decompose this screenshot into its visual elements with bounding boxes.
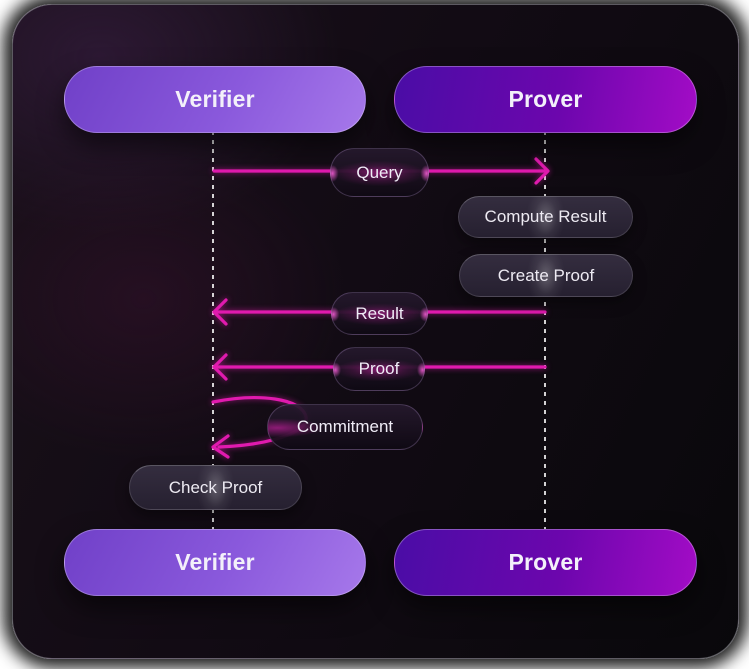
action-check-proof: Check Proof [129,465,302,510]
message-label-commitment-text: Commitment [296,417,394,436]
message-label-query-text: Query [356,162,403,182]
node-verifier-top: Verifier [64,66,366,133]
message-label-query: Query [330,148,429,197]
message-label-result: Result [331,292,428,335]
message-label-result-text: Result [355,303,404,323]
node-prover-top-label: Prover [508,86,583,112]
action-create-proof-label: Create Proof [497,265,595,285]
node-verifier-top-label: Verifier [175,86,255,112]
node-verifier-bottom-label: Verifier [175,549,255,575]
node-prover-bottom-label: Prover [508,549,583,575]
message-label-proof-text: Proof [358,359,400,378]
message-label-proof: Proof [333,347,425,391]
node-prover-bottom: Prover [394,529,697,596]
action-compute-result-label: Compute Result [484,207,607,226]
action-check-proof-label: Check Proof [168,477,263,497]
action-create-proof: Create Proof [459,254,633,297]
action-compute-result: Compute Result [458,196,633,238]
node-prover-top: Prover [394,66,697,133]
node-verifier-bottom: Verifier [64,529,366,596]
prover-lifeline [544,131,546,530]
verifier-lifeline [212,131,214,530]
message-label-commitment: Commitment [267,404,423,450]
